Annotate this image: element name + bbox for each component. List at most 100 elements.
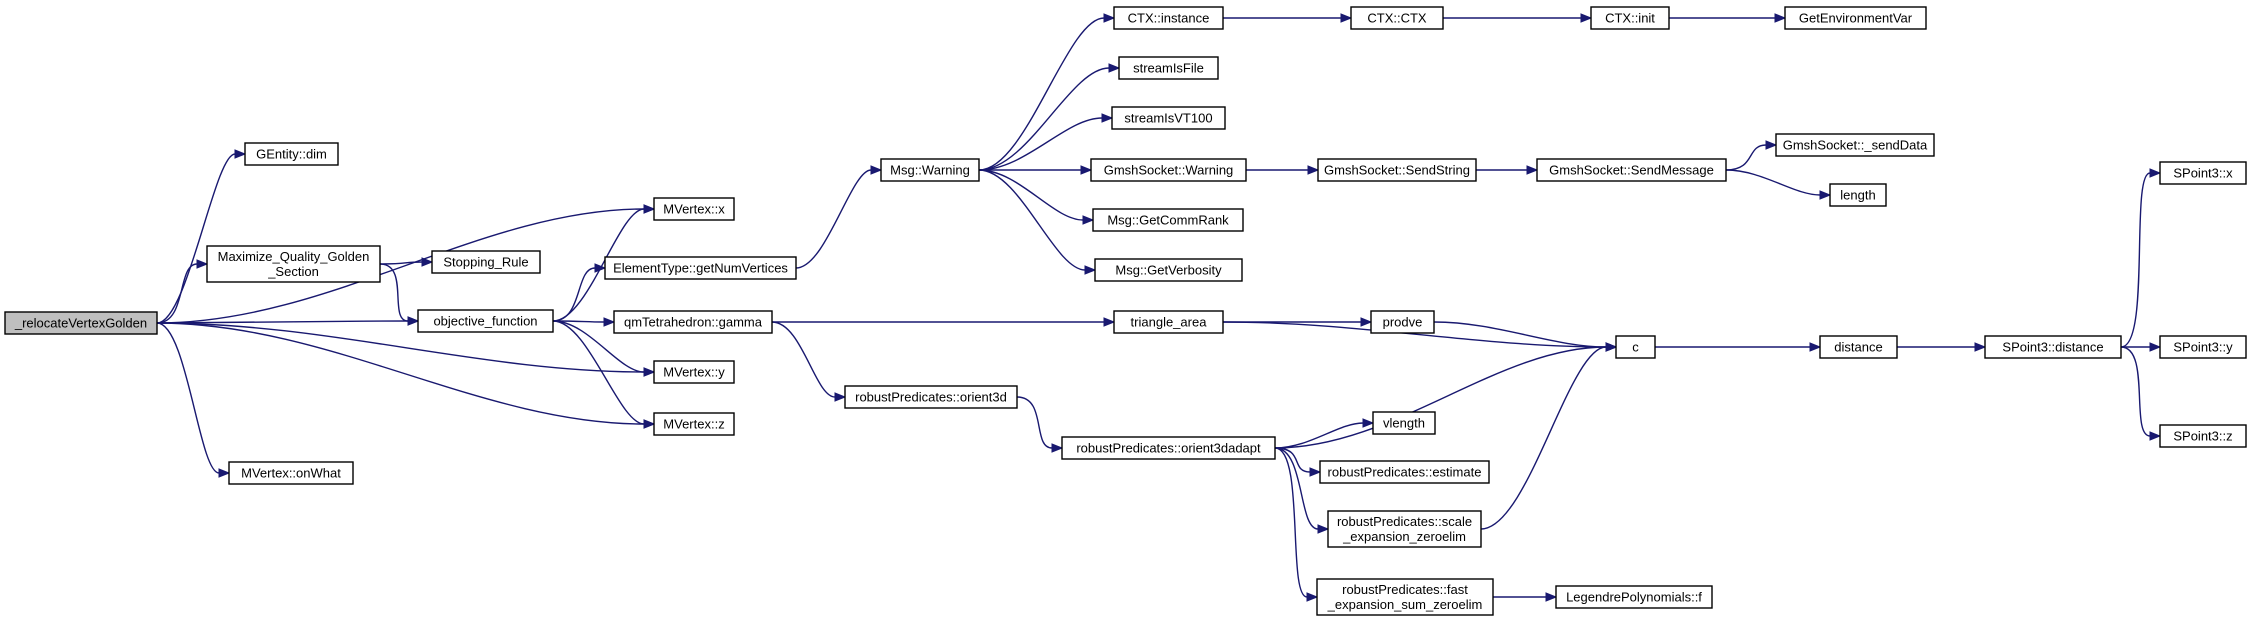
arrowhead-icon <box>1309 467 1322 477</box>
node-legendre[interactable]: LegendrePolynomials::f <box>1555 585 1713 609</box>
arrowhead-icon <box>643 367 656 377</box>
call-edge-distance-to-sp3dist <box>1896 342 1987 352</box>
node-sp3dist[interactable]: SPoint3::distance <box>1984 335 2122 359</box>
node-stop[interactable]: Stopping_Rule <box>431 250 541 274</box>
node-onwhat[interactable]: MVertex::onWhat <box>228 461 354 485</box>
node-relocate[interactable]: _relocateVertexGolden <box>4 311 158 335</box>
node-prodve[interactable]: prodve <box>1370 310 1435 334</box>
node-gentity-dim[interactable]: GEntity::dim <box>244 142 339 166</box>
node-mvx[interactable]: MVertex::x <box>653 197 735 221</box>
node-label: _expansion_zeroelim <box>1342 529 1466 544</box>
node-tri[interactable]: triangle_area <box>1113 310 1224 334</box>
node-o3dadapt[interactable]: robustPredicates::orient3dadapt <box>1061 436 1276 460</box>
node-box <box>1829 183 1887 207</box>
arrowhead-icon <box>1103 13 1116 23</box>
node-vlength[interactable]: vlength <box>1372 411 1436 435</box>
node-label: triangle_area <box>1131 315 1208 330</box>
arrowhead-icon <box>1545 592 1558 602</box>
node-box <box>1536 158 1727 182</box>
node-c[interactable]: c <box>1615 335 1656 359</box>
node-sp3y[interactable]: SPoint3::y <box>2159 335 2247 359</box>
arrowhead-icon <box>2149 342 2162 352</box>
node-label: GmshSocket::SendMessage <box>1549 163 1714 178</box>
call-edge-sp3dist-to-sp3x <box>2120 168 2162 348</box>
node-ctxinit[interactable]: CTX::init <box>1590 6 1670 30</box>
call-edge-warning-to-gswarn <box>979 165 1093 175</box>
arrowhead-icon <box>1306 592 1319 602</box>
call-edge-o3dadapt-to-scaleexp <box>1274 447 1330 534</box>
call-edge-orient3d-to-o3dadapt <box>1016 396 1064 453</box>
node-sp3x[interactable]: SPoint3::x <box>2159 161 2247 185</box>
arrowhead-icon <box>1605 342 1618 352</box>
node-gswarn[interactable]: GmshSocket::Warning <box>1090 158 1247 182</box>
arrowhead-icon <box>218 468 231 478</box>
node-label: CTX::init <box>1605 11 1655 26</box>
call-edge-objf-to-getnumv <box>552 263 607 322</box>
node-senddata[interactable]: GmshSocket::_sendData <box>1775 133 1935 157</box>
node-label: Stopping_Rule <box>443 255 528 270</box>
node-box <box>1061 436 1276 460</box>
node-label: ElementType::getNumVertices <box>613 261 788 276</box>
call-edge-relocate-to-mvy <box>156 322 656 377</box>
node-box <box>1372 411 1436 435</box>
node-sp3z[interactable]: SPoint3::z <box>2159 424 2247 448</box>
node-label: distance <box>1834 340 1882 355</box>
call-edge-o3dadapt-to-vlength <box>1274 418 1375 449</box>
node-verbosity[interactable]: Msg::GetVerbosity <box>1094 258 1243 282</box>
arrowhead-icon <box>1340 13 1353 23</box>
node-box <box>1784 6 1927 30</box>
arrowhead-icon <box>1765 140 1778 150</box>
node-box <box>1113 6 1224 30</box>
node-getnumv[interactable]: ElementType::getNumVertices <box>604 256 797 280</box>
edge-line <box>156 208 645 324</box>
node-label: streamIsFile <box>1133 61 1204 76</box>
node-label: streamIsVT100 <box>1124 111 1212 126</box>
call-edge-objf-to-mvy <box>552 320 656 377</box>
call-edge-scaleexp-to-c <box>1480 342 1618 530</box>
node-box <box>1111 106 1226 130</box>
call-edge-sendmsg-to-length <box>1725 169 1832 200</box>
node-label: GmshSocket::SendString <box>1324 163 1470 178</box>
node-length[interactable]: length <box>1829 183 1887 207</box>
edge-line <box>978 117 1103 171</box>
arrowhead-icon <box>2149 431 2162 441</box>
node-mvy[interactable]: MVertex::y <box>653 360 735 384</box>
node-label: c <box>1632 340 1639 355</box>
node-orient3d[interactable]: robustPredicates::orient3d <box>844 385 1018 409</box>
node-scaleexp[interactable]: robustPredicates::scale_expansion_zeroel… <box>1327 510 1482 548</box>
node-label: SPoint3::distance <box>2002 340 2103 355</box>
node-label: vlength <box>1383 416 1425 431</box>
node-ctxctx[interactable]: CTX::CTX <box>1350 6 1444 30</box>
arrowhead-icon <box>1051 443 1064 453</box>
edge-layer <box>156 13 2162 602</box>
call-edge-gamma-to-tri <box>772 317 1116 327</box>
arrowhead-icon <box>834 392 847 402</box>
node-sendmsg[interactable]: GmshSocket::SendMessage <box>1536 158 1727 182</box>
node-label: _Section <box>267 264 319 279</box>
node-mvz[interactable]: MVertex::z <box>653 412 735 436</box>
arrowhead-icon <box>1526 165 1539 175</box>
node-box <box>1555 585 1713 609</box>
node-objf[interactable]: objective_function <box>417 309 554 333</box>
node-fastexp[interactable]: robustPredicates::fast_expansion_sum_zer… <box>1316 578 1494 616</box>
node-warning[interactable]: Msg::Warning <box>880 158 980 182</box>
node-getenv[interactable]: GetEnvironmentVar <box>1784 6 1927 30</box>
edge-line <box>1274 346 1607 449</box>
node-estimate[interactable]: robustPredicates::estimate <box>1319 460 1490 484</box>
node-isvt[interactable]: streamIsVT100 <box>1111 106 1226 130</box>
node-sendstr[interactable]: GmshSocket::SendString <box>1317 158 1477 182</box>
node-label: CTX::CTX <box>1367 11 1427 26</box>
node-distance[interactable]: distance <box>1819 335 1898 359</box>
arrowhead-icon <box>643 419 656 429</box>
node-box <box>653 360 735 384</box>
node-commrank[interactable]: Msg::GetCommRank <box>1092 208 1244 232</box>
node-gamma[interactable]: qmTetrahedron::gamma <box>613 310 773 334</box>
node-ctxinst[interactable]: CTX::instance <box>1113 6 1224 30</box>
node-isfile[interactable]: streamIsFile <box>1118 56 1219 80</box>
node-box <box>1327 510 1482 548</box>
node-maxq[interactable]: Maximize_Quality_Golden_Section <box>206 245 381 283</box>
call-edge-relocate-to-maxq <box>156 259 209 324</box>
node-label: _relocateVertexGolden <box>14 316 147 331</box>
call-edge-o3dadapt-to-fastexp <box>1274 447 1319 602</box>
edge-line <box>978 17 1105 171</box>
